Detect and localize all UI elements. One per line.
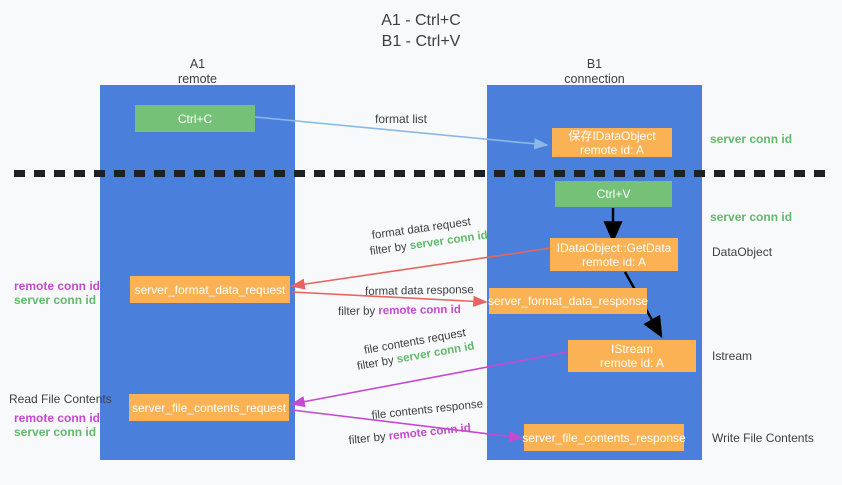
node-ctrl-v[interactable]: Ctrl+V [555,181,672,207]
node-server-format-data-request[interactable]: server_format_data_request [130,276,290,303]
edge-label-file-contents-response-text: file contents response [371,398,484,422]
node-server-file-contents-response[interactable]: server_file_contents_response [522,424,686,451]
node-istream[interactable]: IStream remote id: A [568,340,696,372]
node-idataobject-getdata[interactable]: IDataObject::GetData remote id: A [550,238,678,271]
edge-label-format-list: format list [375,112,428,126]
annotation-read-file-contents: Read File Contents [9,392,112,406]
column-header-left: A1 remote [178,57,217,86]
filter-value-remote-conn-id: remote conn id [388,422,472,443]
annotation-server-conn-id-1: server conn id [14,293,97,307]
edge-label-file-contents-response: file contents response [371,397,484,424]
filter-prefix: filter by [338,305,379,318]
edge-label-format-data-response-text: format data response [365,284,474,298]
edge-label-format-data-response: format data response [365,283,474,300]
annotation-server-conn-id-mid: server conn id [710,210,793,224]
node-server-file-contents-request[interactable]: server_file_contents_request [129,394,289,421]
page-title: A1 - Ctrl+C B1 - Ctrl+V [381,12,461,50]
node-save-idataobject[interactable]: 保存IDataObject remote id: A [552,128,672,157]
filter-prefix: filter by [369,240,411,258]
node-server-format-data-response[interactable]: server_format_data_response [488,288,648,314]
annotation-remote-conn-id-2: remote conn id [14,411,101,425]
filter-value-remote-conn-id: remote conn id [378,303,461,318]
edge-filter-file-contents-response: filter by remote conn id [348,421,472,449]
node-ctrl-c[interactable]: Ctrl+C [135,105,255,132]
annotation-server-conn-id-2: server conn id [14,425,97,439]
annotation-write-file-contents: Write File Contents [712,431,814,445]
filter-prefix: filter by [348,430,390,447]
annotation-istream: Istream [712,349,753,363]
filter-prefix: filter by [356,353,398,373]
edge-filter-format-data-response: filter by remote conn id [338,303,461,320]
annotation-remote-conn-id-1: remote conn id [14,279,101,293]
annotation-dataobject: DataObject [712,245,773,259]
annotation-server-conn-id-top: server conn id [710,132,793,146]
column-header-right: B1 connection [564,57,625,86]
phase-divider [14,170,828,177]
